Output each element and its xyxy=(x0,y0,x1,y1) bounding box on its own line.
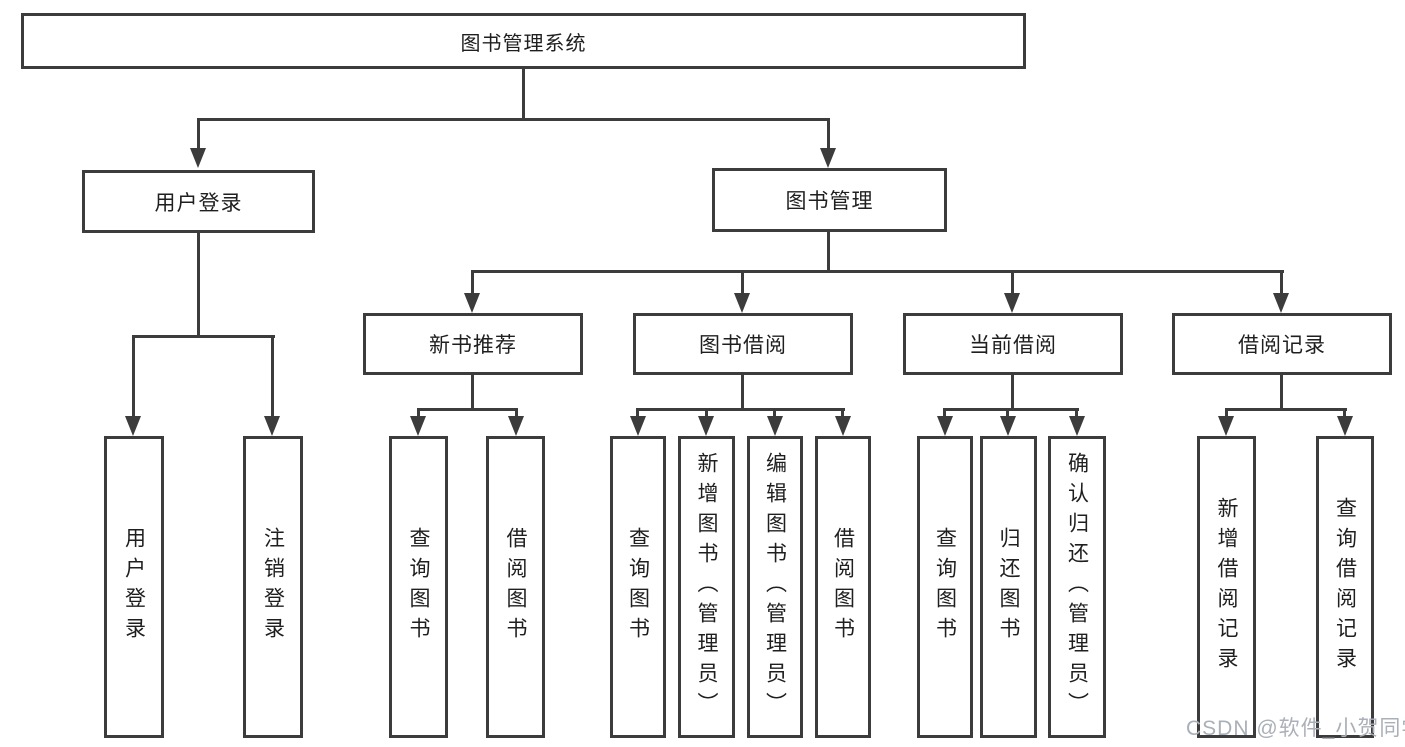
node-borrow-records-label: 借阅记录 xyxy=(1238,334,1326,357)
connector-userlogin-bar xyxy=(132,335,275,338)
arrowhead-user-login xyxy=(190,148,206,168)
node-book-mgmt-label: 图书管理 xyxy=(785,190,874,213)
node-new-book-rec: 新书推荐 xyxy=(363,313,583,375)
leaf-bb-add-books-admin: 新增图书（管理员） xyxy=(678,436,735,738)
leaf-bb-edit-books-admin: 编辑图书（管理员） xyxy=(747,436,803,738)
arrowhead-bb-borrow xyxy=(835,416,851,436)
node-user-login: 用户登录 xyxy=(82,170,315,233)
leaf-br-add-record-label: 新增借阅记录 xyxy=(1215,497,1238,677)
arrowhead-cb-query xyxy=(937,416,953,436)
leaf-user-login-label: 用户登录 xyxy=(122,527,146,647)
connector-drop-bb-edit xyxy=(773,408,776,420)
leaf-br-query-record: 查询借阅记录 xyxy=(1316,436,1374,738)
connector-bb-bar xyxy=(636,408,845,411)
leaf-bb-edit-books-admin-label: 编辑图书（管理员） xyxy=(763,452,787,722)
leaf-cb-query-books-label: 查询图书 xyxy=(933,527,957,647)
leaf-bb-query-books-label: 查询图书 xyxy=(626,527,650,647)
connector-root-stem xyxy=(522,69,525,118)
node-book-mgmt: 图书管理 xyxy=(712,168,947,232)
leaf-cb-confirm-return-admin-label: 确认归还（管理员） xyxy=(1065,452,1089,722)
connector-bookmgmt-bar xyxy=(471,270,1284,273)
connector-drop-bb-add xyxy=(705,408,708,420)
leaf-user-login: 用户登录 xyxy=(104,436,164,738)
arrowhead-cb-confirm xyxy=(1069,416,1085,436)
connector-drop-cb-confirm xyxy=(1075,408,1078,420)
connector-drop-leaf-user-login xyxy=(132,335,135,418)
connector-br-bar xyxy=(1225,408,1347,411)
connector-drop-bb-query xyxy=(636,408,639,420)
connector-cb-bar xyxy=(943,408,1079,411)
arrowhead-br-add xyxy=(1218,416,1234,436)
leaf-br-add-record: 新增借阅记录 xyxy=(1197,436,1256,738)
leaf-cb-return-books: 归还图书 xyxy=(980,436,1037,738)
leaf-cb-query-books: 查询图书 xyxy=(917,436,973,738)
arrowhead-nbr-query xyxy=(410,416,426,436)
connector-drop-bb-borrow xyxy=(841,408,844,420)
leaf-br-query-record-label: 查询借阅记录 xyxy=(1333,497,1357,677)
csdn-watermark: CSDN @软件_小贺同学 xyxy=(1186,717,1405,740)
node-current-borrow-label: 当前借阅 xyxy=(969,334,1057,357)
leaf-cb-confirm-return-admin: 确认归还（管理员） xyxy=(1048,436,1106,738)
node-borrow-records: 借阅记录 xyxy=(1172,313,1392,375)
connector-drop-leaf-logout xyxy=(271,335,274,418)
leaf-bb-borrow-books-label: 借阅图书 xyxy=(831,527,855,647)
node-root-label: 图书管理系统 xyxy=(460,32,587,55)
connector-drop-br-query xyxy=(1343,408,1346,420)
connector-drop-nbr-query xyxy=(417,408,420,420)
leaf-nbr-borrow-books: 借阅图书 xyxy=(486,436,545,738)
connector-drop-user-login xyxy=(197,118,200,151)
connector-drop-new-book-rec xyxy=(471,270,474,295)
connector-bookmgmt-stem xyxy=(827,232,830,273)
arrowhead-new-book-rec xyxy=(464,293,480,313)
leaf-bb-borrow-books: 借阅图书 xyxy=(815,436,871,738)
node-root: 图书管理系统 xyxy=(21,13,1026,69)
leaf-cb-return-books-label: 归还图书 xyxy=(997,527,1020,647)
connector-drop-nbr-borrow xyxy=(515,408,518,420)
arrowhead-bb-edit xyxy=(767,416,783,436)
arrowhead-book-mgmt xyxy=(820,148,836,168)
arrowhead-borrow-records xyxy=(1273,293,1289,313)
connector-bb-stem xyxy=(741,375,744,411)
leaf-bb-add-books-admin-label: 新增图书（管理员） xyxy=(695,452,718,722)
connector-nbr-stem xyxy=(471,375,474,411)
leaf-bb-query-books: 查询图书 xyxy=(610,436,666,738)
node-user-login-label: 用户登录 xyxy=(154,191,243,215)
arrowhead-bb-add xyxy=(698,416,714,436)
connector-cb-stem xyxy=(1011,375,1014,411)
connector-drop-borrow-records xyxy=(1280,270,1283,295)
leaf-nbr-query-books-label: 查询图书 xyxy=(407,527,430,647)
arrowhead-current-borrow xyxy=(1004,293,1020,313)
connector-drop-br-add xyxy=(1225,408,1228,420)
arrowhead-nbr-borrow xyxy=(508,416,524,436)
node-current-borrow: 当前借阅 xyxy=(903,313,1123,375)
connector-br-stem xyxy=(1280,375,1283,411)
leaf-nbr-borrow-books-label: 借阅图书 xyxy=(504,527,527,647)
arrowhead-bb-query xyxy=(630,416,646,436)
connector-nbr-bar xyxy=(417,408,518,411)
leaf-nbr-query-books: 查询图书 xyxy=(389,436,448,738)
leaf-logout: 注销登录 xyxy=(243,436,303,738)
arrowhead-br-query xyxy=(1337,416,1353,436)
node-book-borrow-label: 图书借阅 xyxy=(699,334,787,357)
arrowhead-leaf-logout xyxy=(264,416,280,436)
leaf-logout-label: 注销登录 xyxy=(261,527,285,647)
connector-drop-cb-query xyxy=(943,408,946,420)
connector-drop-current-borrow xyxy=(1011,270,1014,295)
connector-root-bar xyxy=(197,118,830,121)
arrowhead-leaf-user-login xyxy=(125,416,141,436)
connector-drop-book-borrow xyxy=(741,270,744,295)
node-book-borrow: 图书借阅 xyxy=(633,313,853,375)
arrowhead-cb-return xyxy=(1000,416,1016,436)
connector-drop-book-mgmt xyxy=(827,118,830,151)
connector-drop-cb-return xyxy=(1006,408,1009,420)
arrowhead-book-borrow xyxy=(734,293,750,313)
node-new-book-rec-label: 新书推荐 xyxy=(429,334,517,357)
connector-userlogin-stem xyxy=(197,233,200,338)
